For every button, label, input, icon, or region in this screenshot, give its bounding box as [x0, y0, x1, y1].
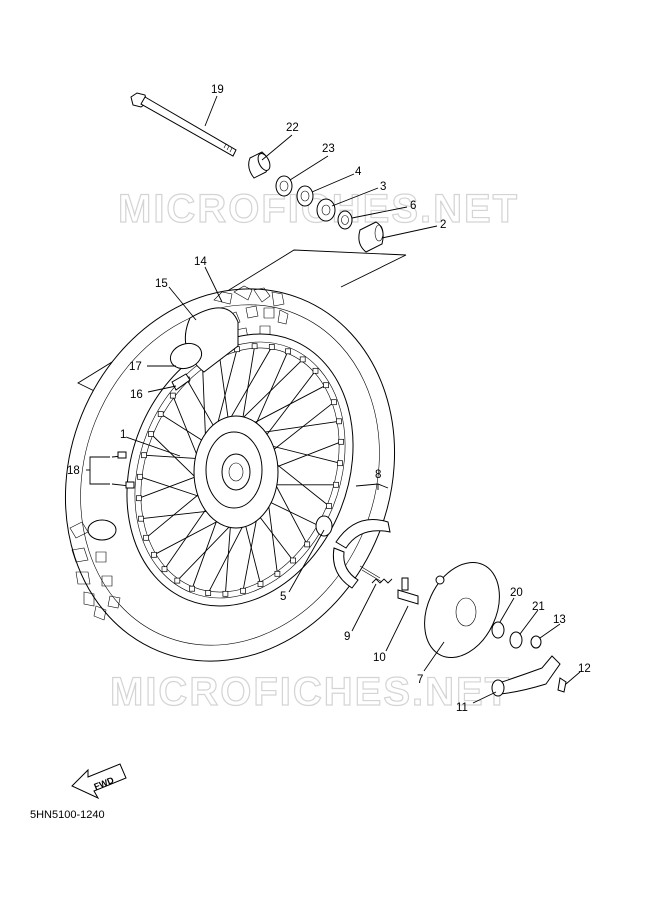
cam-10 — [397, 577, 419, 605]
bearing-3 — [316, 198, 336, 222]
washer-20 — [491, 621, 505, 639]
spoke-nipple — [337, 460, 343, 467]
spacer-2 — [358, 221, 384, 253]
callout-18: 18 — [67, 465, 80, 477]
bearing-near-hub — [315, 515, 333, 537]
brake-plate-7 — [424, 561, 500, 659]
watermark-bottom: MICROFICHES.NET — [110, 670, 511, 714]
callout-16: 16 — [130, 389, 143, 401]
brake-shoes-8 — [332, 519, 391, 589]
spoke-nipple — [138, 515, 144, 522]
oil-seal-6 — [337, 210, 353, 230]
spoke-nipple — [304, 541, 311, 548]
spoke-nipple — [257, 581, 264, 587]
leader-lines — [86, 95, 581, 704]
spoke-nipple — [137, 473, 143, 480]
callout-13: 13 — [553, 614, 566, 626]
spoke-nipple — [161, 566, 168, 573]
callout-15: 15 — [155, 278, 168, 290]
spoke-nipple — [141, 452, 147, 459]
spoke-nipple — [169, 392, 176, 399]
callout-22: 22 — [286, 122, 299, 134]
front-axle — [130, 92, 237, 157]
callout-20: 20 — [510, 587, 523, 599]
spoke-nipple — [299, 356, 306, 363]
spoke-nipple — [338, 438, 344, 445]
spoke-nipple — [290, 557, 296, 564]
spoke-nipple — [251, 343, 258, 350]
spoke-nipple — [336, 418, 342, 425]
spoke — [258, 370, 316, 446]
spoke-nipple — [326, 503, 332, 509]
spoke — [265, 441, 342, 472]
callout-23: 23 — [322, 143, 335, 155]
spoke-nipple — [268, 344, 275, 350]
spoke-nipple — [143, 534, 149, 541]
fwd-arrow-icon: FWD — [71, 763, 127, 800]
callout-11: 11 — [456, 702, 468, 714]
nipple-18a — [117, 451, 127, 459]
axle-collar — [248, 151, 271, 179]
spoke-nipple — [285, 348, 291, 355]
bolt-12 — [557, 677, 567, 693]
spoke-nipple — [157, 411, 164, 417]
spoke-nipple — [331, 399, 337, 406]
callout-14: 14 — [194, 256, 207, 268]
callout-5: 5 — [280, 591, 286, 603]
callout-4: 4 — [355, 166, 362, 178]
callout-7: 7 — [417, 674, 423, 686]
callout-9: 9 — [344, 631, 350, 643]
callout-6: 6 — [410, 200, 416, 212]
oil-seal-23 — [275, 175, 293, 197]
spoke-nipple — [312, 367, 319, 374]
callout-10: 10 — [373, 652, 386, 664]
spoke-nipple — [136, 495, 142, 502]
spoke-nipple — [151, 551, 157, 558]
spoke-nipple — [274, 570, 281, 577]
spoke-nipple — [222, 590, 229, 597]
diagram-code: 5HN5100-1240 — [30, 809, 105, 821]
hub-1 — [193, 415, 279, 529]
callout-21: 21 — [532, 601, 545, 613]
spoke-nipple — [240, 587, 246, 594]
nipple-18b — [125, 481, 135, 489]
spoke-nipple — [333, 481, 339, 488]
spoke-nipple — [148, 431, 154, 437]
tube-15 — [169, 307, 239, 373]
valve-16-17 — [171, 373, 191, 391]
callout-12: 12 — [578, 663, 591, 675]
callouts: 1 2 3 4 5 6 7 8 9 10 11 12 13 14 15 16 1… — [67, 84, 591, 714]
callout-1: 1 — [120, 429, 126, 441]
callout-8: 8 — [375, 469, 381, 481]
spoke-nipple — [323, 382, 329, 389]
spoke-nipple — [189, 585, 195, 592]
callout-19: 19 — [211, 84, 224, 96]
spring-9 — [371, 578, 393, 584]
callout-2: 2 — [440, 219, 446, 231]
callout-3: 3 — [380, 181, 386, 193]
spoke — [263, 401, 335, 458]
callout-17: 17 — [129, 361, 142, 373]
spoke-nipple — [174, 577, 181, 584]
nut-13 — [530, 635, 542, 649]
bearing-4 — [296, 185, 314, 207]
spoke-nipple — [205, 590, 212, 596]
nut-21 — [509, 631, 523, 649]
